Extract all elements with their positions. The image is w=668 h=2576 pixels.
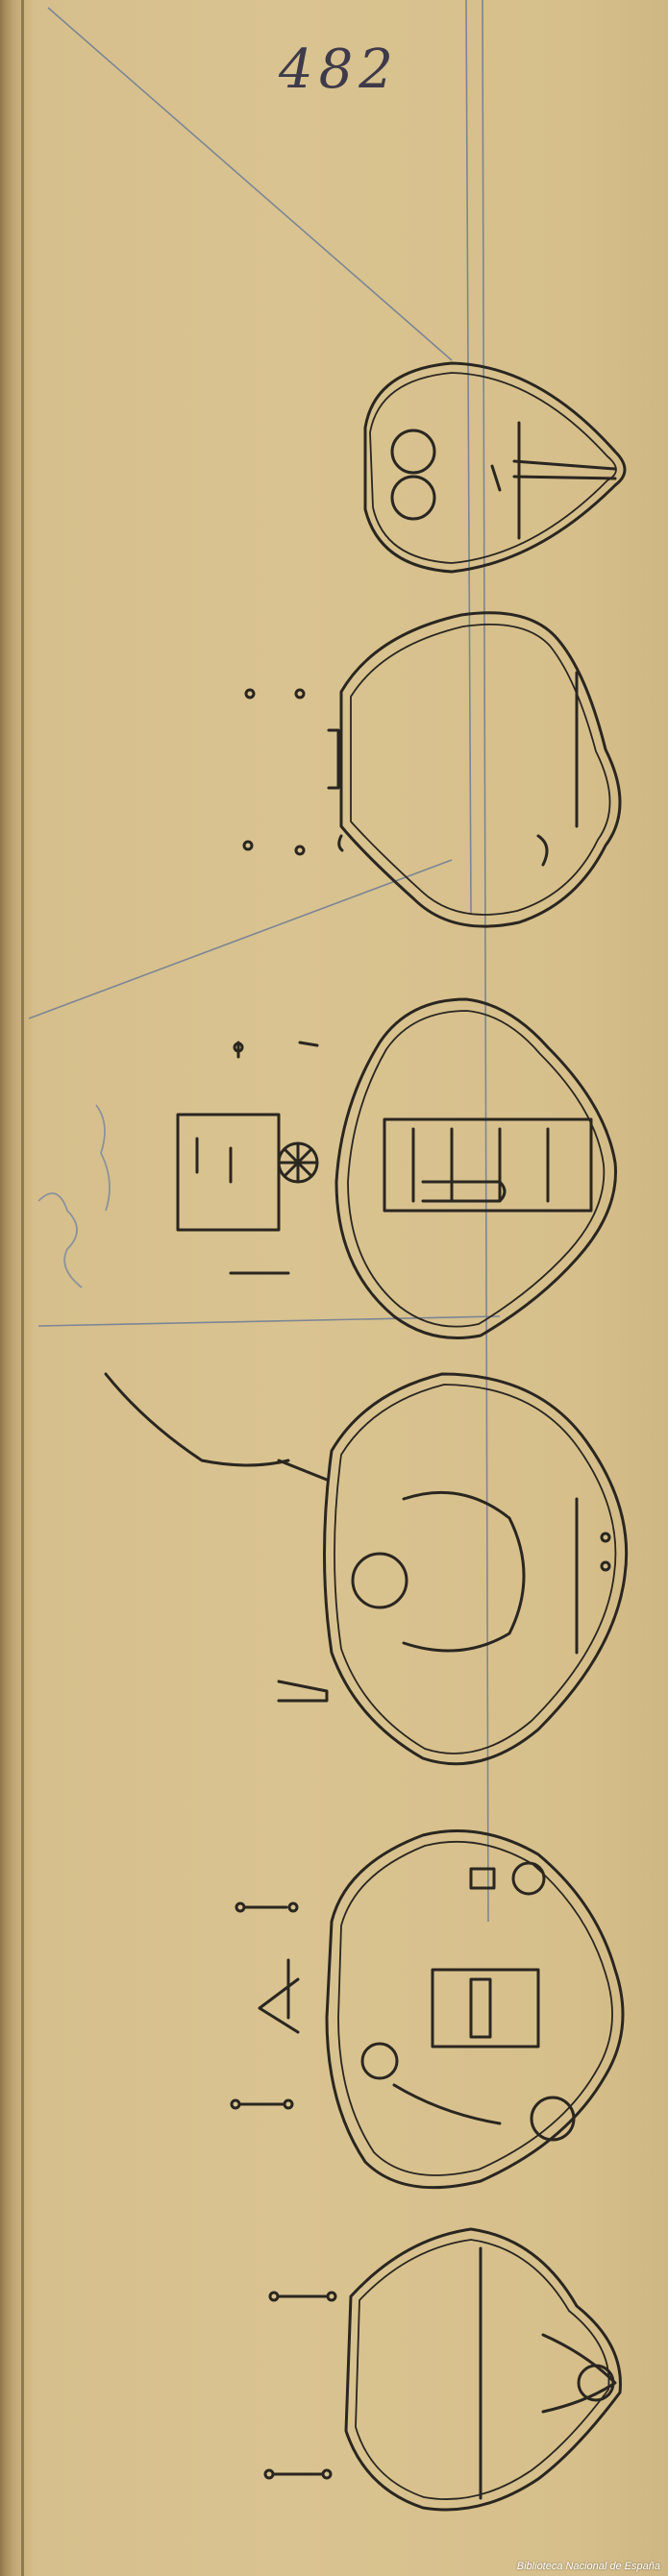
section-5 <box>230 1829 625 2190</box>
credit-text: Biblioteca Nacional de España <box>516 2561 660 2572</box>
section-1 <box>363 361 627 574</box>
folio-number: 482 <box>279 38 399 101</box>
binding-edge <box>0 0 33 2576</box>
pencil-guides <box>28 0 501 1923</box>
section-4 <box>104 1372 629 1766</box>
binding-line <box>21 0 24 2576</box>
section-2 <box>242 611 622 928</box>
pencil-annotation <box>37 1104 111 1288</box>
section-6 <box>263 2227 622 2512</box>
section-3 <box>176 997 617 1339</box>
